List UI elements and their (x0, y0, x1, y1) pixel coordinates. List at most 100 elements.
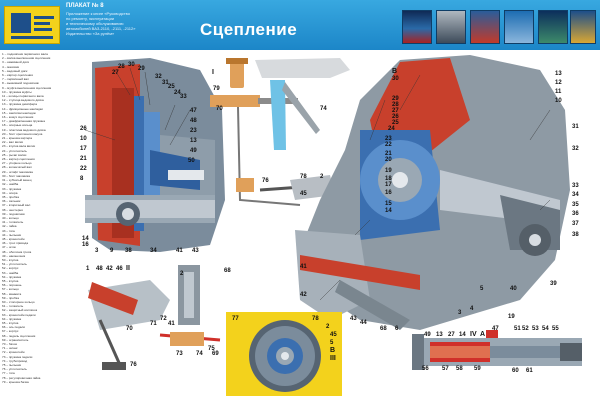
callout-number: 73 (176, 351, 183, 357)
legend-item: 17 – диафрагменная пружина (2, 119, 45, 124)
legend-item: 69 – ограничитель (2, 337, 29, 342)
callout-number: 14 (82, 236, 89, 242)
legend-item: 34 – опора (2, 190, 18, 195)
legend-item: 75 – пыльник (2, 363, 21, 368)
legend-item: 66 – ось педали (2, 325, 26, 330)
legend-item: 14 – фрикционные накладки (2, 106, 43, 111)
callout-number: 11 (555, 89, 562, 95)
callout-number: 5 (480, 286, 484, 292)
callout-number: 59 (474, 366, 481, 372)
callout-number: 76 (262, 178, 269, 184)
legend-item: 74 – трубопровод (2, 358, 28, 363)
callout-number: 68 (380, 326, 387, 332)
legend-item: 77 – тяга (2, 371, 15, 376)
callout-number: 47 (492, 326, 499, 332)
callout-number: 74 (196, 351, 203, 357)
callout-number: 19 (508, 314, 515, 320)
poster-note: Приложение к книге «Руководство (66, 11, 130, 16)
callout-number: 29 (392, 96, 399, 102)
view-marker: IV (470, 331, 477, 338)
callout-number: 4 (470, 306, 474, 312)
poster-note: автомобилей ВАЗ-2110, -2111, -2112» (66, 26, 136, 31)
callout-number: 62 (0, 0, 7, 2)
legend-item: 5 – ведомый диск (2, 68, 28, 73)
callout-number: 34 (572, 192, 579, 198)
legend-item: 12 – ступица ведомого диска (2, 98, 44, 103)
view-marker: II (126, 265, 130, 272)
callout-number: 60 (512, 368, 519, 374)
callout-number: 55 (552, 326, 559, 332)
callout-number: 41 (168, 321, 175, 327)
poster-title: Сцепление (200, 20, 298, 39)
callout-number: 29 (138, 66, 145, 72)
legend-item: 20 – болт крепления кожуха (2, 131, 43, 136)
callout-number: 43 (350, 316, 357, 322)
legend-item: 54 – пружина (2, 274, 22, 279)
callout-number: 27 (112, 70, 119, 76)
callout-number: 13 (190, 138, 197, 144)
callout-number: 52 (522, 326, 529, 332)
callout-number: 65 (0, 0, 7, 2)
callout-number: 54 (542, 326, 549, 332)
view-marker: B (330, 347, 335, 354)
callout-number: 42 (300, 292, 307, 298)
poster-note: Издательство «За рулём» (66, 31, 115, 36)
legend-item: 52 – корпус (2, 266, 19, 271)
legend-item: 60 – стопорное кольцо (2, 299, 35, 304)
legend-item: 22 – вал вилки (2, 140, 24, 145)
legend-item: 4 – маховик (2, 64, 19, 69)
callout-number: 27 (392, 108, 399, 114)
callout-number: 57 (442, 366, 449, 372)
callout-number: 32 (155, 74, 162, 80)
legend-item: 31 – зубчатый венец (2, 178, 32, 183)
legend-item: 15 – заклёпки накладок (2, 110, 36, 115)
legend-item: 42 – гайка (2, 224, 17, 229)
callout-number: 30 (392, 76, 399, 82)
callout-number: 3 (458, 310, 462, 316)
callout-number: 44 (360, 320, 367, 326)
legend-item: 46 – трос привода (2, 241, 29, 246)
slave-cylinder-view (412, 330, 582, 370)
legend-item: 37 – вторичный вал (2, 203, 31, 208)
callout-number: 31 (572, 124, 579, 130)
callout-number: 51 (514, 326, 521, 332)
legend-item: 49 – наконечник (2, 253, 26, 258)
legend-item: 1 – подшипник первичного вала (2, 52, 48, 56)
legend-item: 39 – подшипник (2, 211, 25, 216)
pedal-assembly-view (88, 265, 221, 370)
callout-number: 13 (555, 71, 562, 77)
poster-note: и техническому обслуживанию (66, 21, 124, 26)
view-marker: B (392, 68, 397, 75)
legend-item: 53 – шайба (2, 270, 19, 275)
legend-item: 23 – втулка вала вилки (2, 144, 36, 149)
callout-number: 70 (216, 106, 223, 112)
callout-number: 13 (436, 332, 443, 338)
callout-number: 77 (232, 316, 239, 322)
callout-number: 64 (0, 0, 7, 2)
callout-number: 50 (188, 158, 195, 164)
callout-number: 45 (300, 191, 307, 197)
callout-number: 16 (82, 242, 89, 248)
callout-number: 10 (80, 136, 87, 142)
legend-item: 61 – толкатель (2, 304, 24, 309)
legend-item: 6 – картер сцепления (2, 73, 33, 78)
callout-number: 17 (385, 182, 392, 188)
callout-number: 23 (385, 136, 392, 142)
callout-number: 26 (80, 126, 87, 132)
callout-number: 14 (459, 332, 466, 338)
book-cover-thumbnail (570, 10, 596, 44)
book-cover-thumbnail (402, 10, 432, 44)
legend-item: 57 – кольцо (2, 287, 19, 292)
callout-number: 5 (330, 340, 334, 346)
view-marker: III (330, 355, 336, 362)
legend-item: 41 – толкатель (2, 220, 24, 225)
callout-number: 66 (0, 0, 7, 2)
callout-number: 49 (190, 148, 197, 154)
callout-number: 16 (385, 190, 392, 196)
legend-item: 32 – шайба (2, 182, 19, 187)
legend-item: 56 – поршень (2, 283, 22, 288)
legend-item: 71 – шланг (2, 346, 18, 351)
legend-item: 18 – опорные кольца (2, 123, 33, 128)
